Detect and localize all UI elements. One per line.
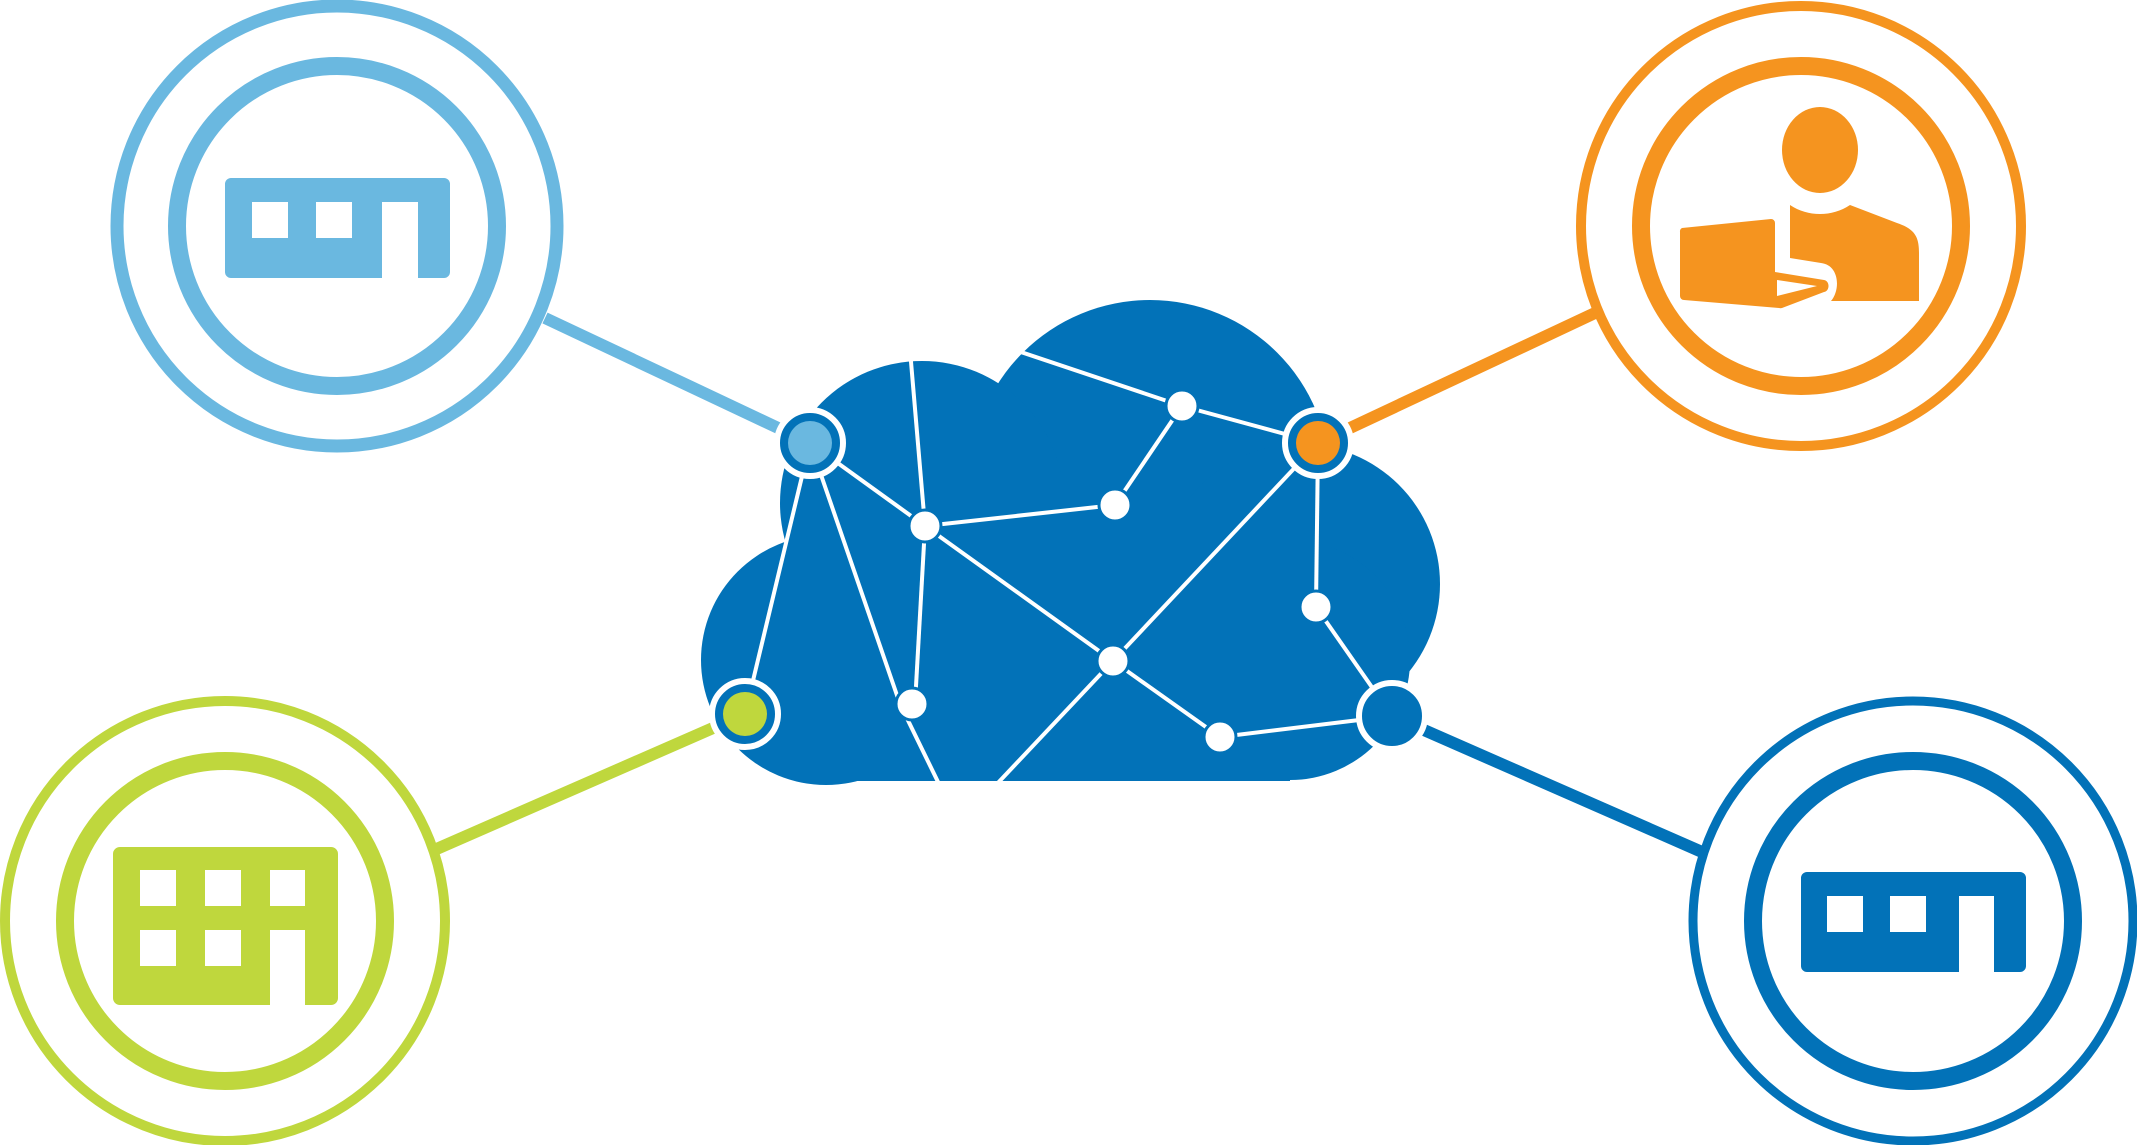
network-node [1298,589,1334,625]
connector-light-blue [542,312,813,449]
inner-ring [168,57,506,395]
network-node [894,686,930,722]
hub-orange [1282,407,1354,479]
network-node [1164,388,1200,424]
endpoint-lime [0,696,450,1145]
small-office-building-icon [1801,872,2026,972]
connectors [429,307,1705,858]
hub-light-blue [774,407,846,479]
user-with-laptop-icon [1679,107,1919,309]
small-office-building-icon [225,178,450,278]
endpoint-light-blue [110,0,564,453]
inner-ring [1744,752,2082,1090]
network-node [1202,719,1238,755]
large-office-building-icon [113,847,338,1005]
hub-lime [709,678,781,750]
endpoint-dark-blue [1688,696,2137,1145]
connector-dark-blue [1389,710,1705,858]
network-node [907,508,943,544]
network-node [1095,643,1131,679]
connector-orange [1315,307,1598,449]
network-node [1097,487,1133,523]
endpoint-orange [1576,1,2026,451]
network-nodes [894,388,1334,755]
connector-lime [429,708,748,857]
hub-dark-blue [1356,680,1428,752]
cloud-network-icon [701,300,1440,788]
